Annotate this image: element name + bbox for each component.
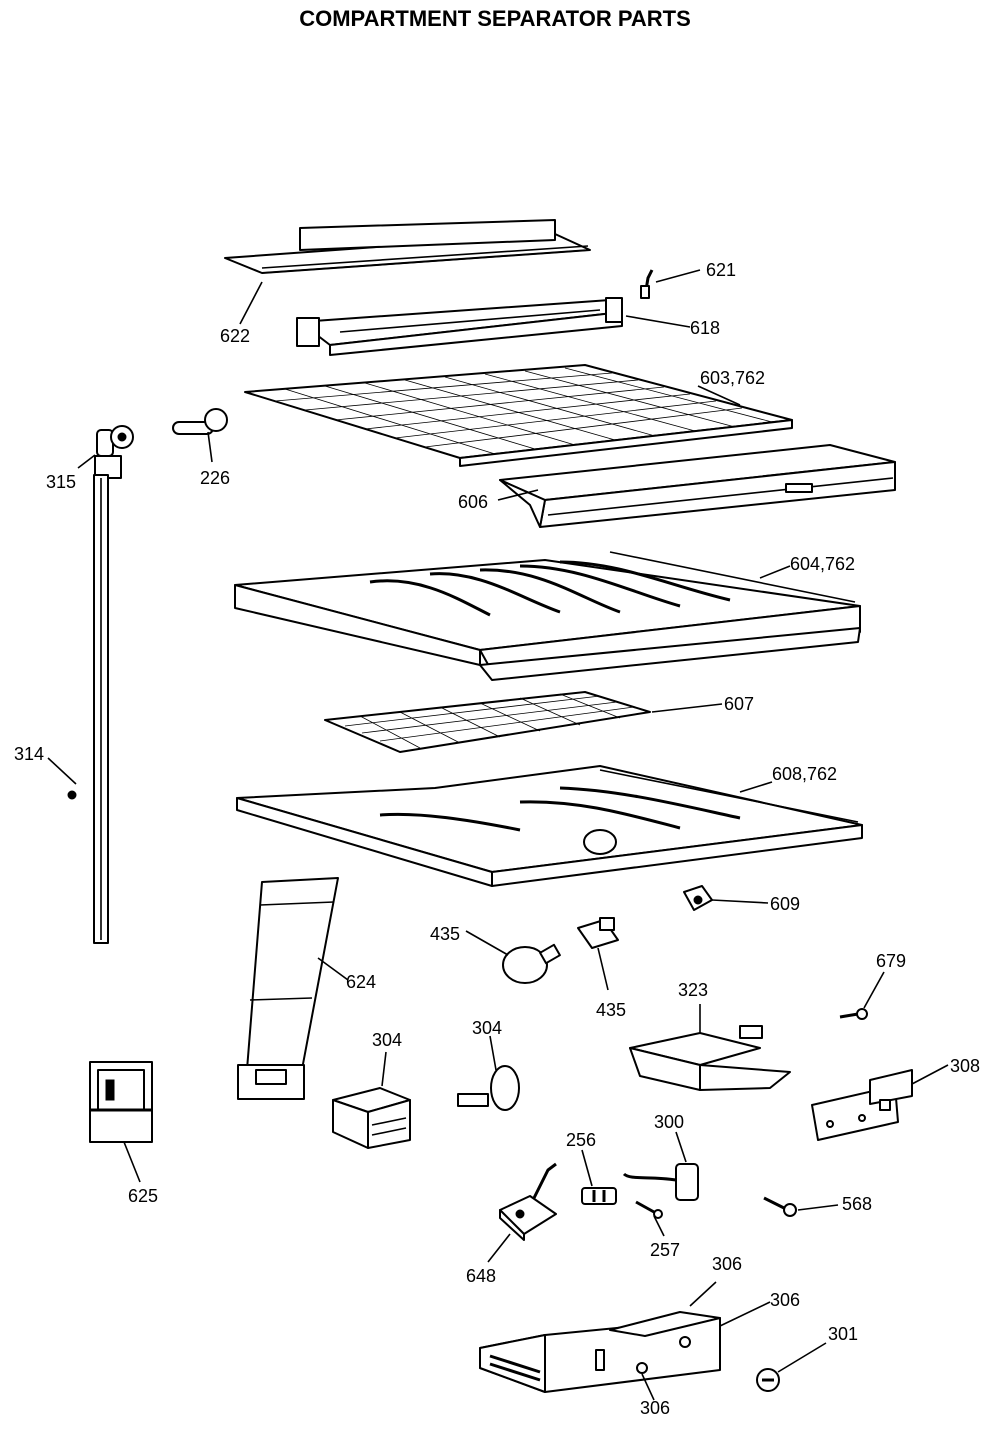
- part-618-rail: [296, 297, 623, 356]
- part-257-screw: [635, 1200, 663, 1219]
- label-625: 625: [128, 1186, 158, 1206]
- label-621: 621: [706, 260, 736, 280]
- label-304-fan: 304: [472, 1018, 502, 1038]
- part-315-hinge: [94, 425, 134, 479]
- part-648-motor: [499, 1162, 557, 1241]
- label-256: 256: [566, 1130, 596, 1150]
- label-607: 607: [724, 694, 754, 714]
- part-603-grille: [244, 364, 793, 467]
- part-624-duct: [237, 877, 339, 1100]
- part-608-separator: [236, 765, 863, 887]
- label-226: 226: [200, 468, 230, 488]
- label-624: 624: [346, 972, 376, 992]
- label-304-housing: 304: [372, 1030, 402, 1050]
- part-435-socket: [577, 917, 619, 949]
- part-604-tray: [234, 551, 861, 681]
- part-679-screw: [839, 1008, 868, 1020]
- part-435-bulb: [502, 943, 561, 984]
- label-618: 618: [690, 318, 720, 338]
- part-304-fan: [457, 1065, 520, 1111]
- part-625-switch: [89, 1061, 153, 1143]
- part-304-housing: [332, 1087, 411, 1149]
- label-435-socket: 435: [596, 1000, 626, 1020]
- part-308-bracket: [811, 1069, 913, 1141]
- label-603-762: 603,762: [700, 368, 765, 388]
- label-679: 679: [876, 951, 906, 971]
- part-607-mesh: [324, 691, 651, 753]
- part-568-screw: [763, 1196, 797, 1217]
- label-604-762: 604,762: [790, 554, 855, 574]
- label-306-bottom: 306: [640, 1398, 670, 1418]
- part-226-cam: [172, 408, 228, 435]
- label-301: 301: [828, 1324, 858, 1344]
- label-323: 323: [678, 980, 708, 1000]
- part-606-panel: [499, 444, 896, 528]
- label-308: 308: [950, 1056, 980, 1076]
- part-622-cover: [224, 219, 591, 274]
- label-306-right: 306: [770, 1290, 800, 1310]
- label-314: 314: [14, 744, 44, 764]
- part-609-clip: [683, 885, 713, 911]
- label-648: 648: [466, 1266, 496, 1286]
- page-title: COMPARTMENT SEPARATOR PARTS: [299, 6, 691, 31]
- label-622: 622: [220, 326, 250, 346]
- part-314-rod: [67, 474, 109, 944]
- label-306-top: 306: [712, 1254, 742, 1274]
- label-568: 568: [842, 1194, 872, 1214]
- part-621-pin: [640, 269, 654, 299]
- label-315: 315: [46, 472, 76, 492]
- label-300: 300: [654, 1112, 684, 1132]
- label-435-bulb: 435: [430, 924, 460, 944]
- part-300-thermostat: [622, 1163, 699, 1201]
- label-609: 609: [770, 894, 800, 914]
- label-606: 606: [458, 492, 488, 512]
- part-301-knob: [756, 1368, 780, 1392]
- part-256-terminal: [581, 1187, 617, 1205]
- label-257: 257: [650, 1240, 680, 1260]
- part-306-base-bracket: [479, 1311, 721, 1393]
- label-608-762: 608,762: [772, 764, 837, 784]
- part-323-housing: [629, 1025, 791, 1091]
